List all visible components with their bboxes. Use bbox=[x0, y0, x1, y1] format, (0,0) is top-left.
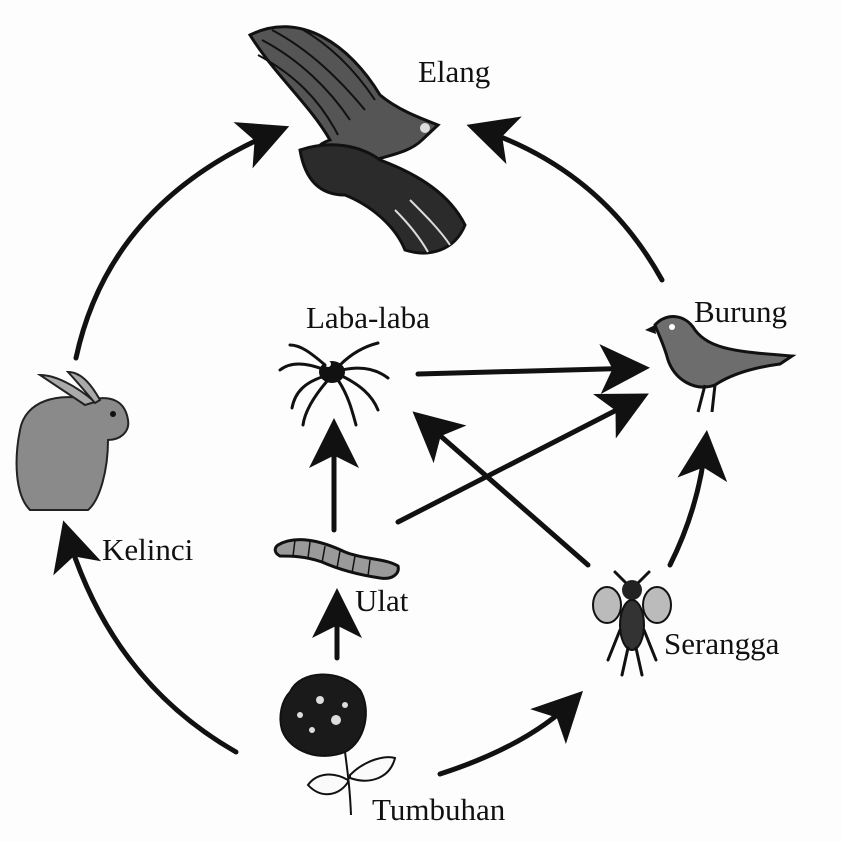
arrow-burung-to-elang bbox=[466, 116, 665, 283]
label-kelinci: Kelinci bbox=[102, 532, 194, 567]
label-serangga: Serangga bbox=[664, 626, 780, 661]
insect-icon bbox=[592, 570, 672, 677]
label-ulat: Ulat bbox=[355, 583, 409, 618]
arrow-tumbuhan-to-kelinci bbox=[53, 520, 239, 755]
rabbit-icon bbox=[15, 370, 130, 511]
arrow-laba-laba-to-burung bbox=[415, 344, 650, 395]
bird-icon bbox=[645, 315, 797, 413]
eagle-icon bbox=[247, 25, 467, 255]
plant-icon bbox=[279, 673, 397, 816]
label-tumbuhan: Tumbuhan bbox=[372, 792, 506, 827]
spider-icon bbox=[278, 341, 390, 427]
label-burung: Burung bbox=[694, 294, 787, 329]
arrow-ulat-to-burung bbox=[395, 393, 649, 525]
arrow-tumbuhan-to-serangga bbox=[437, 690, 583, 777]
arrow-serangga-to-burung bbox=[667, 430, 728, 568]
label-elang: Elang bbox=[418, 54, 491, 89]
arrow-serangga-to-laba-laba bbox=[412, 411, 591, 568]
label-laba-laba: Laba-laba bbox=[306, 300, 430, 335]
caterpillar-icon bbox=[273, 538, 400, 580]
arrow-kelinci-to-elang bbox=[73, 122, 290, 361]
